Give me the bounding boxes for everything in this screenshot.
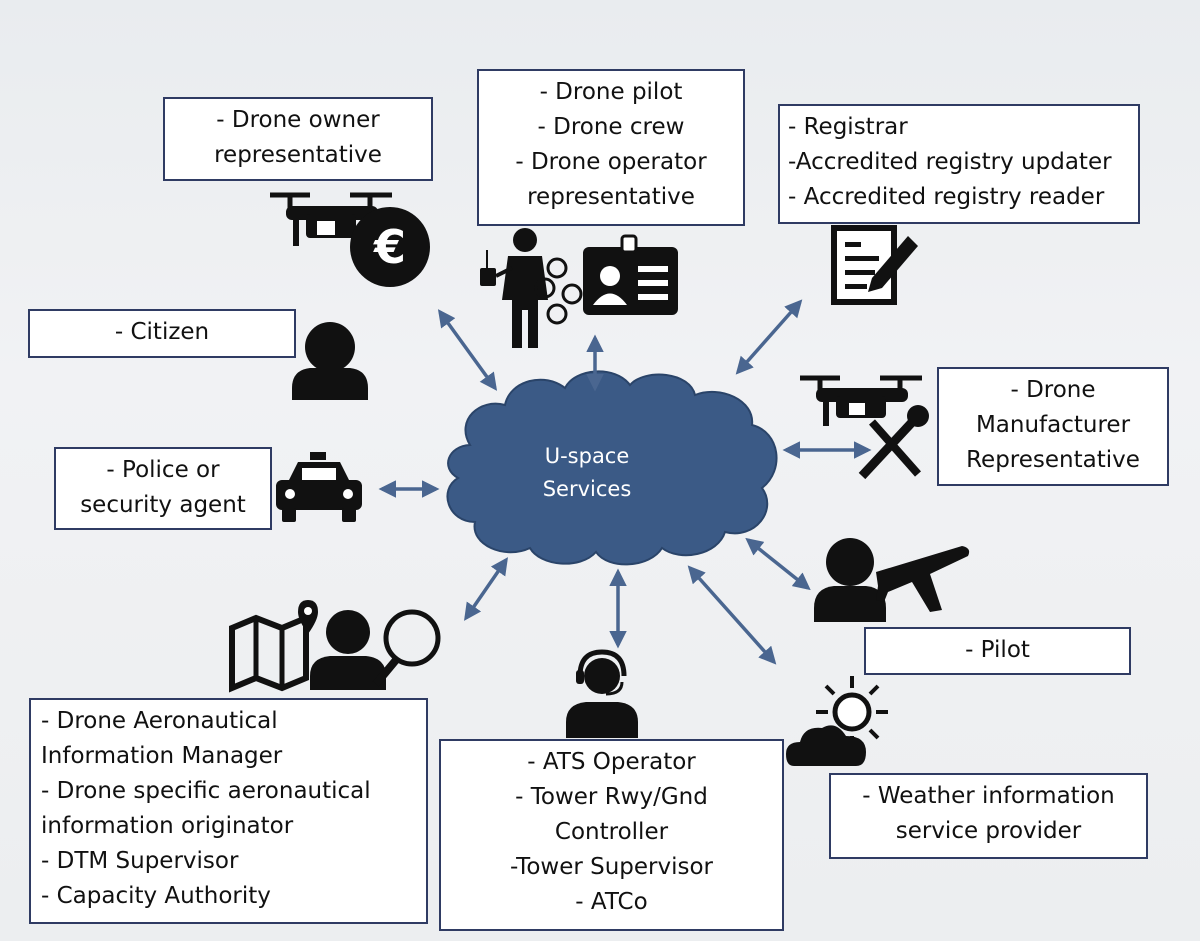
pilot-drones-badge-icon [480, 228, 678, 348]
box-line: - Drone crew [537, 114, 685, 140]
box-line: - Drone pilot [539, 79, 683, 105]
arrow-aeronautical [464, 557, 508, 621]
box-line: - ATCo [575, 889, 648, 915]
arrow-drone-owner [437, 309, 498, 391]
weather-sun-cloud-icon [786, 676, 888, 766]
svg-text:€: € [373, 220, 406, 274]
box-line: - Drone [1010, 377, 1096, 403]
box-drone-owner: - Drone owner representative [163, 97, 433, 181]
arrow-registrar [735, 299, 803, 375]
box-line: Representative [966, 447, 1140, 473]
box-line: Information Manager [41, 743, 283, 769]
box-line: - Drone specific aeronautical [41, 778, 371, 804]
box-line: - Drone owner [216, 107, 380, 133]
box-line: security agent [80, 492, 246, 518]
box-line: - Weather information [862, 783, 1115, 809]
pilot-airplane-icon [814, 538, 970, 622]
box-line: representative [527, 184, 695, 210]
box-aeronautical-info: - Drone Aeronautical Information Manager… [29, 698, 428, 924]
box-drone-pilot-group: - Drone pilot - Drone crew - Drone opera… [477, 69, 745, 226]
box-citizen: - Citizen [28, 309, 296, 358]
arrow-pilot [745, 537, 811, 591]
box-line: - Citizen [114, 319, 210, 345]
box-pilot: - Pilot [864, 627, 1131, 675]
box-line: - Accredited registry reader [788, 184, 1105, 210]
box-line: - Drone Aeronautical [41, 708, 278, 734]
drone-tools-icon [800, 375, 929, 480]
box-line: service provider [895, 818, 1082, 844]
box-line: - Tower Rwy/Gnd [515, 784, 708, 810]
box-line: Controller [554, 819, 669, 845]
citizen-person-icon [292, 322, 368, 400]
box-line: Manufacturer [975, 412, 1131, 438]
u-space-cloud: U-space Services [446, 370, 778, 566]
box-line: -Tower Supervisor [509, 854, 714, 880]
police-car-icon [276, 452, 362, 522]
box-ats-group: - ATS Operator - Tower Rwy/Gnd Controlle… [439, 739, 784, 931]
map-search-person-icon [229, 600, 441, 693]
box-line: - Capacity Authority [41, 883, 271, 909]
cloud-label-line-1: U-space [545, 444, 630, 468]
controller-headset-icon [566, 649, 638, 738]
box-line: representative [214, 142, 382, 168]
box-line: - DTM Supervisor [41, 848, 239, 874]
connector-arrows [378, 299, 872, 665]
cloud-label-line-2: Services [543, 477, 632, 501]
box-line: information originator [41, 813, 294, 839]
box-line: - Police or [106, 457, 220, 483]
box-weather: - Weather information service provider [829, 773, 1148, 859]
box-registrar-group: - Registrar -Accredited registry updater… [778, 104, 1140, 224]
arrow-weather [687, 565, 777, 665]
drone-money-icon: € [270, 192, 430, 287]
box-police: - Police or security agent [54, 447, 272, 530]
box-drone-manufacturer: - Drone Manufacturer Representative [937, 367, 1169, 486]
box-line: -Accredited registry updater [788, 149, 1112, 175]
registry-document-icon [831, 225, 918, 305]
box-line: - Registrar [788, 114, 908, 140]
box-line: - Pilot [965, 637, 1030, 663]
box-line: - ATS Operator [527, 749, 696, 775]
box-line: - Drone operator [515, 149, 707, 175]
